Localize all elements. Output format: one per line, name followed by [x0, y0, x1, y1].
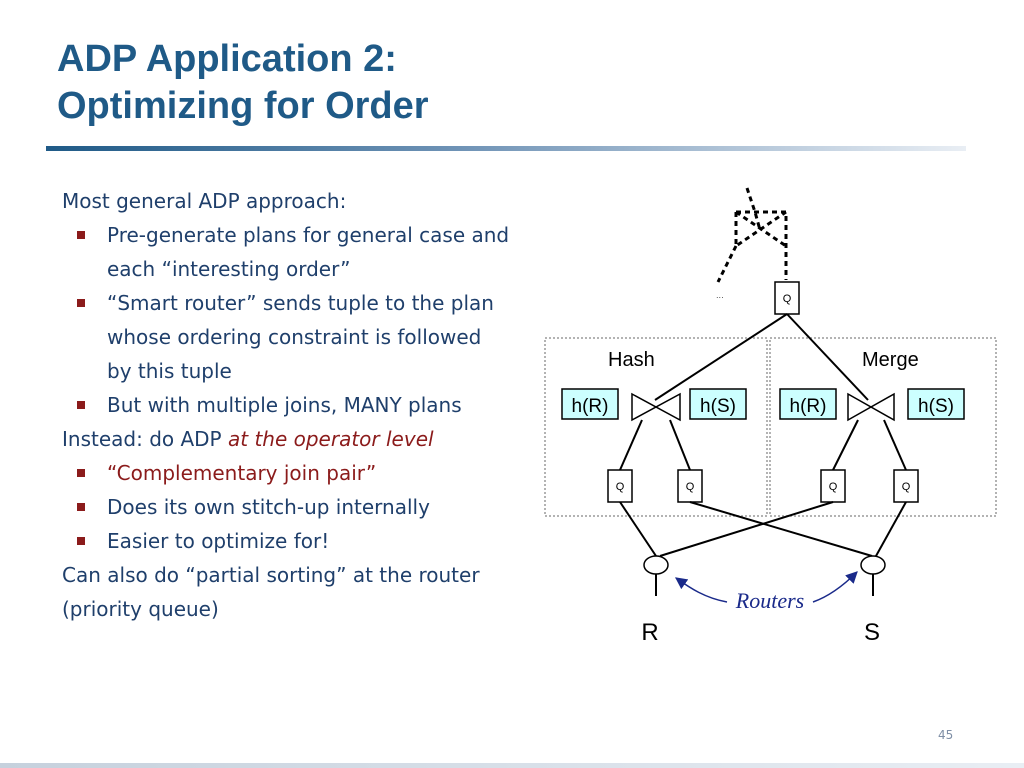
- routers-arrow-right: [812, 571, 858, 603]
- bullet-many-plans: But with multiple joins, MANY plans: [77, 388, 512, 422]
- bullet-easier-optimize: Easier to optimize for!: [77, 524, 512, 558]
- page-number: 45: [938, 728, 954, 742]
- slide-body: Most general ADP approach: Pre-generate …: [62, 184, 512, 626]
- top-queue-label: Q: [783, 293, 792, 305]
- hash-left-label: h(R): [572, 396, 609, 417]
- top-ellipsis: ...: [716, 291, 724, 300]
- paragraph-general-approach: Most general ADP approach:: [62, 189, 347, 213]
- bullet-list-2: “Complementary join pair” Does its own s…: [62, 456, 512, 558]
- source-r-label: R: [641, 619, 658, 646]
- edge-hash-to-q2: [669, 419, 691, 471]
- upper-join-dashed-icon: [716, 187, 788, 283]
- bullet-stitch-up: Does its own stitch-up internally: [77, 490, 512, 524]
- bullet-list-1: Pre-generate plans for general case and …: [62, 218, 512, 422]
- merge-left-table: [779, 388, 837, 420]
- edge-q2-to-router-s: [689, 501, 873, 557]
- merge-right-table: [907, 388, 965, 420]
- bullet-complementary-join: “Complementary join pair”: [77, 456, 512, 490]
- merge-plan-box: [769, 337, 997, 517]
- routers-arrow-left: [675, 577, 728, 603]
- paragraph-instead: Instead: do ADP at the operator level: [62, 422, 512, 456]
- title-line-1: ADP Application 2:: [57, 38, 397, 80]
- slide-title: ADP Application 2: Optimizing for Order: [57, 36, 429, 130]
- source-s-label: S: [864, 619, 880, 646]
- edge-merge-to-q4: [883, 419, 907, 471]
- routers-label: Routers: [735, 588, 804, 613]
- hash-label: Hash: [608, 349, 655, 371]
- edge-q1-to-router-r: [619, 501, 657, 557]
- instead-text: Instead: do ADP: [62, 427, 228, 451]
- operator-level-emphasis: at the operator level: [227, 427, 434, 451]
- title-divider: [46, 146, 966, 151]
- edge-top-to-hash: [654, 313, 788, 401]
- edge-q3-to-router-r: [659, 501, 834, 557]
- hash-right-table: [689, 388, 747, 420]
- router-r-node: [643, 555, 669, 575]
- bullet-smart-router: “Smart router” sends tuple to the plan w…: [77, 286, 512, 388]
- edge-top-to-merge: [786, 313, 869, 401]
- hash-plan-box: [544, 337, 768, 517]
- queue-label-4: Q: [902, 481, 911, 493]
- queue-box-3: [820, 469, 846, 503]
- edge-hash-to-q1: [619, 419, 643, 471]
- queue-label-3: Q: [829, 481, 838, 493]
- top-queue-box: [774, 281, 800, 315]
- hash-join-icon: [631, 392, 681, 422]
- edge-merge-to-q3: [832, 419, 859, 471]
- title-line-2: Optimizing for Order: [57, 85, 429, 127]
- router-s-node: [860, 555, 886, 575]
- queue-box-2: [677, 469, 703, 503]
- queue-label-2: Q: [686, 481, 695, 493]
- bullet-pregenerate: Pre-generate plans for general case and …: [77, 218, 512, 286]
- hash-left-table: [561, 388, 619, 420]
- merge-join-icon: [847, 392, 895, 422]
- merge-right-label: h(S): [918, 396, 954, 417]
- edge-q4-to-router-s: [875, 501, 907, 557]
- queue-label-1: Q: [616, 481, 625, 493]
- hash-right-label: h(S): [700, 396, 736, 417]
- footer-divider: [0, 763, 1024, 768]
- paragraph-partial-sorting: Can also do “partial sorting” at the rou…: [62, 563, 480, 621]
- merge-label: Merge: [862, 349, 919, 371]
- merge-left-label: h(R): [790, 396, 827, 417]
